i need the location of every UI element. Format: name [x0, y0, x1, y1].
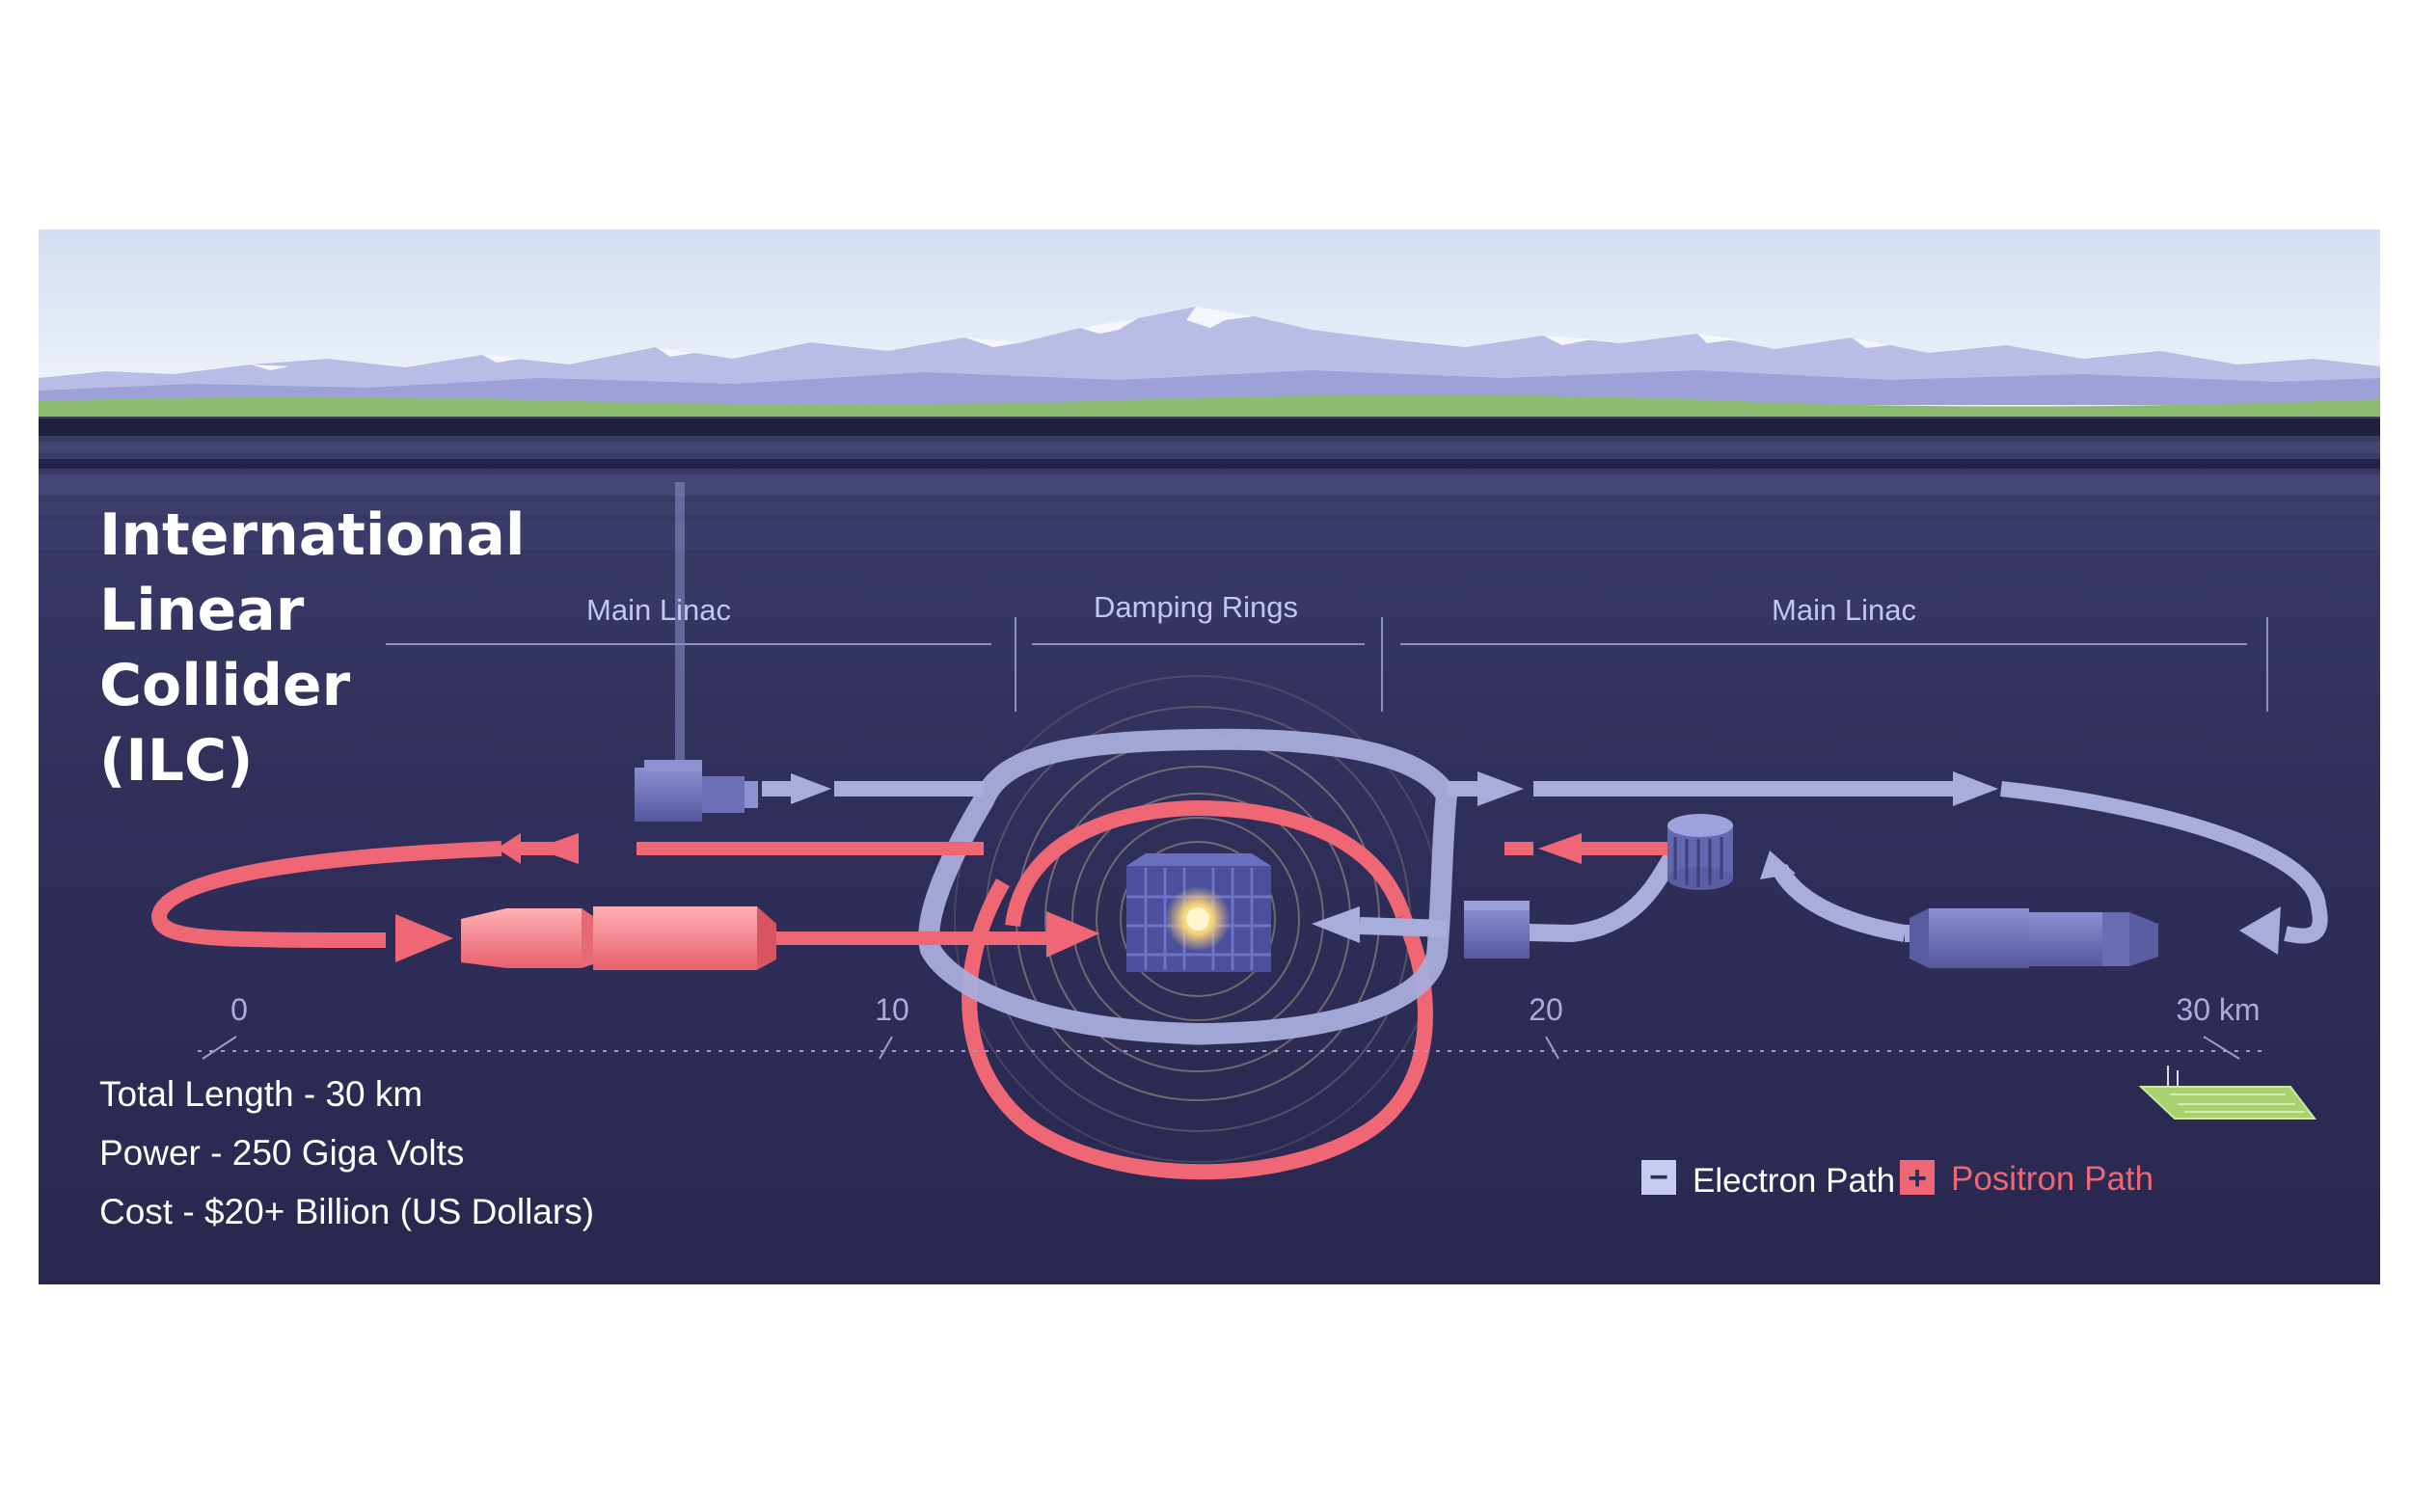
legend-positron-swatch: [1900, 1160, 1935, 1195]
positron-linac-segments: [461, 906, 776, 970]
section-label-damping-rings: Damping Rings: [1094, 590, 1298, 624]
soil-layer-4: [39, 474, 2380, 496]
legend-positron-label: Positron Path: [1951, 1160, 2154, 1198]
section-markers: [386, 617, 2268, 712]
electron-return-arrowheads: [1312, 850, 1796, 943]
legend-electron-symbol: −: [1649, 1159, 1668, 1196]
positron-arrowheads-right: [395, 911, 1099, 962]
electron-source: [635, 760, 758, 822]
section-label-main-linac-right: Main Linac: [1772, 593, 1916, 627]
title-line-4: (ILC): [99, 727, 253, 795]
soil-layer-7: [39, 579, 2380, 617]
title-line-2: Linear: [99, 577, 305, 644]
soil-layer-1: [39, 418, 2380, 436]
legend: − Electron Path + Positron Path: [1641, 1159, 2154, 1200]
electron-linac-segments: [1910, 908, 2158, 968]
scale-tick-20: 20: [1529, 992, 1563, 1027]
positron-damping-ring-upper: [1005, 799, 1411, 928]
soil-layer-6: [39, 521, 2380, 550]
detector: [1126, 853, 1271, 972]
electron-path-top: [762, 781, 2328, 944]
grass-strip: [39, 394, 2380, 422]
electron-compressor: [1464, 901, 1530, 958]
scale-tick-10: 10: [875, 992, 909, 1027]
stat-cost: Cost - $20+ Billion (US Dollars): [99, 1192, 594, 1231]
positron-damping-ring-lower: [962, 878, 1433, 1180]
title-line-3: Collider: [99, 652, 351, 719]
soil-layer-3: [39, 459, 2380, 469]
legend-positron-symbol: +: [1908, 1160, 1927, 1197]
stat-total-length: Total Length - 30 km: [99, 1074, 422, 1114]
soil-layer-2: [39, 442, 2380, 453]
surface-facility: [2138, 1066, 2317, 1120]
title-line-1: International: [99, 501, 525, 569]
mountain-snow-caps: [251, 307, 1890, 370]
access-shaft: [675, 482, 685, 771]
positron-source: [1667, 814, 1733, 890]
legend-electron-label: Electron Path: [1693, 1162, 1895, 1200]
scale-tick-0: 0: [230, 992, 248, 1027]
electron-damping-ring: [918, 728, 1458, 1045]
positron-path-left-loop: [150, 841, 502, 948]
soil-layer-5: [39, 501, 2380, 515]
electron-arrowheads: [791, 771, 2281, 955]
section-label-main-linac-left: Main Linac: [586, 593, 731, 627]
stat-power: Power - 250 Giga Volts: [99, 1133, 464, 1173]
positron-arrowheads-left: [497, 833, 1582, 864]
legend-electron-swatch: [1641, 1160, 1676, 1195]
scale-tick-marks: [202, 1036, 2240, 1060]
mountain-foreground: [39, 370, 2380, 405]
scale-tick-30: 30 km: [2176, 992, 2260, 1027]
